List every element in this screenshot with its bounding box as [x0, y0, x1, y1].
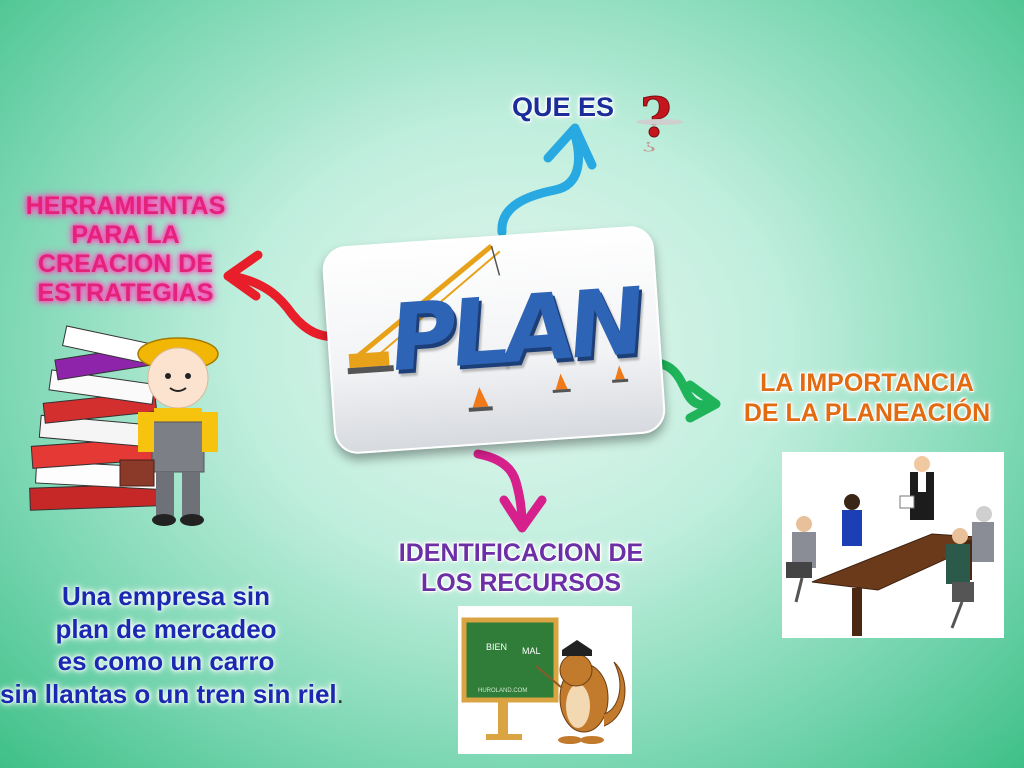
construction-worker-icon	[119, 337, 219, 526]
crane-icon	[347, 244, 501, 375]
note-end-mark: .	[336, 678, 344, 709]
note-line-4: sin llantas o un tren sin riel.	[0, 678, 344, 711]
node-herramientas: HERRAMIENTAS PARA LA CREACION DE ESTRATE…	[8, 192, 243, 308]
arrowhead-identificacion	[499, 495, 547, 533]
node-herramientas-line-4: ESTRATEGIAS	[37, 279, 214, 307]
svg-text:?: ?	[642, 139, 656, 154]
plan-center-card: PLAN	[321, 224, 667, 456]
node-importancia: LA IMPORTANCIA DE LA PLANEACIÓN	[722, 368, 1012, 428]
node-herramientas-line-1: HERRAMIENTAS	[25, 192, 226, 220]
note-line-3: es como un carro	[57, 646, 275, 676]
node-herramientas-line-3: CREACION DE	[37, 250, 213, 278]
node-importancia-line-2: DE LA PLANEACIÓN	[743, 399, 991, 427]
meeting-icon	[786, 456, 994, 636]
meeting-illustration	[782, 452, 1004, 638]
node-identificacion-line-1: IDENTIFICACION DE	[398, 539, 644, 567]
node-importancia-line-1: LA IMPORTANCIA	[760, 369, 974, 397]
board-watermark: HUROLAND.COM	[478, 688, 527, 694]
note-text: Una empresa sin plan de mercadeo es como…	[0, 580, 344, 711]
chalkboard-icon: BIEN MAL HUROLAND.COM	[461, 617, 626, 744]
svg-text:?: ?	[640, 85, 672, 149]
note-line-1: Una empresa sin	[61, 581, 271, 611]
arrow-to-identificacion	[473, 449, 527, 529]
node-que-es: QUE ES	[512, 92, 615, 122]
arrowhead-importancia	[685, 380, 721, 423]
question-mark-icon: ? ?	[636, 85, 684, 154]
node-identificacion-line-2: LOS RECURSOS	[420, 569, 622, 597]
traffic-cone-icon	[468, 365, 629, 412]
node-identificacion: IDENTIFICACION DE LOS RECURSOS	[378, 538, 664, 598]
arrowhead-herramientas	[223, 250, 263, 301]
arrowhead-que-es	[543, 123, 597, 170]
board-word-bien: BIEN	[486, 642, 507, 652]
note-line-2: plan de mercadeo	[55, 613, 277, 644]
arrow-to-que-es	[497, 130, 583, 237]
note-line-4-text: sin llantas o un tren sin riel	[0, 678, 337, 709]
chalkboard-illustration: BIEN MAL HUROLAND.COM	[458, 606, 632, 754]
node-herramientas-line-2: PARA LA	[71, 221, 180, 249]
board-word-mal: MAL	[522, 646, 541, 656]
arrow-to-herramientas	[227, 271, 351, 342]
arrow-to-importancia	[647, 357, 719, 410]
book-stack-icon	[29, 325, 162, 511]
